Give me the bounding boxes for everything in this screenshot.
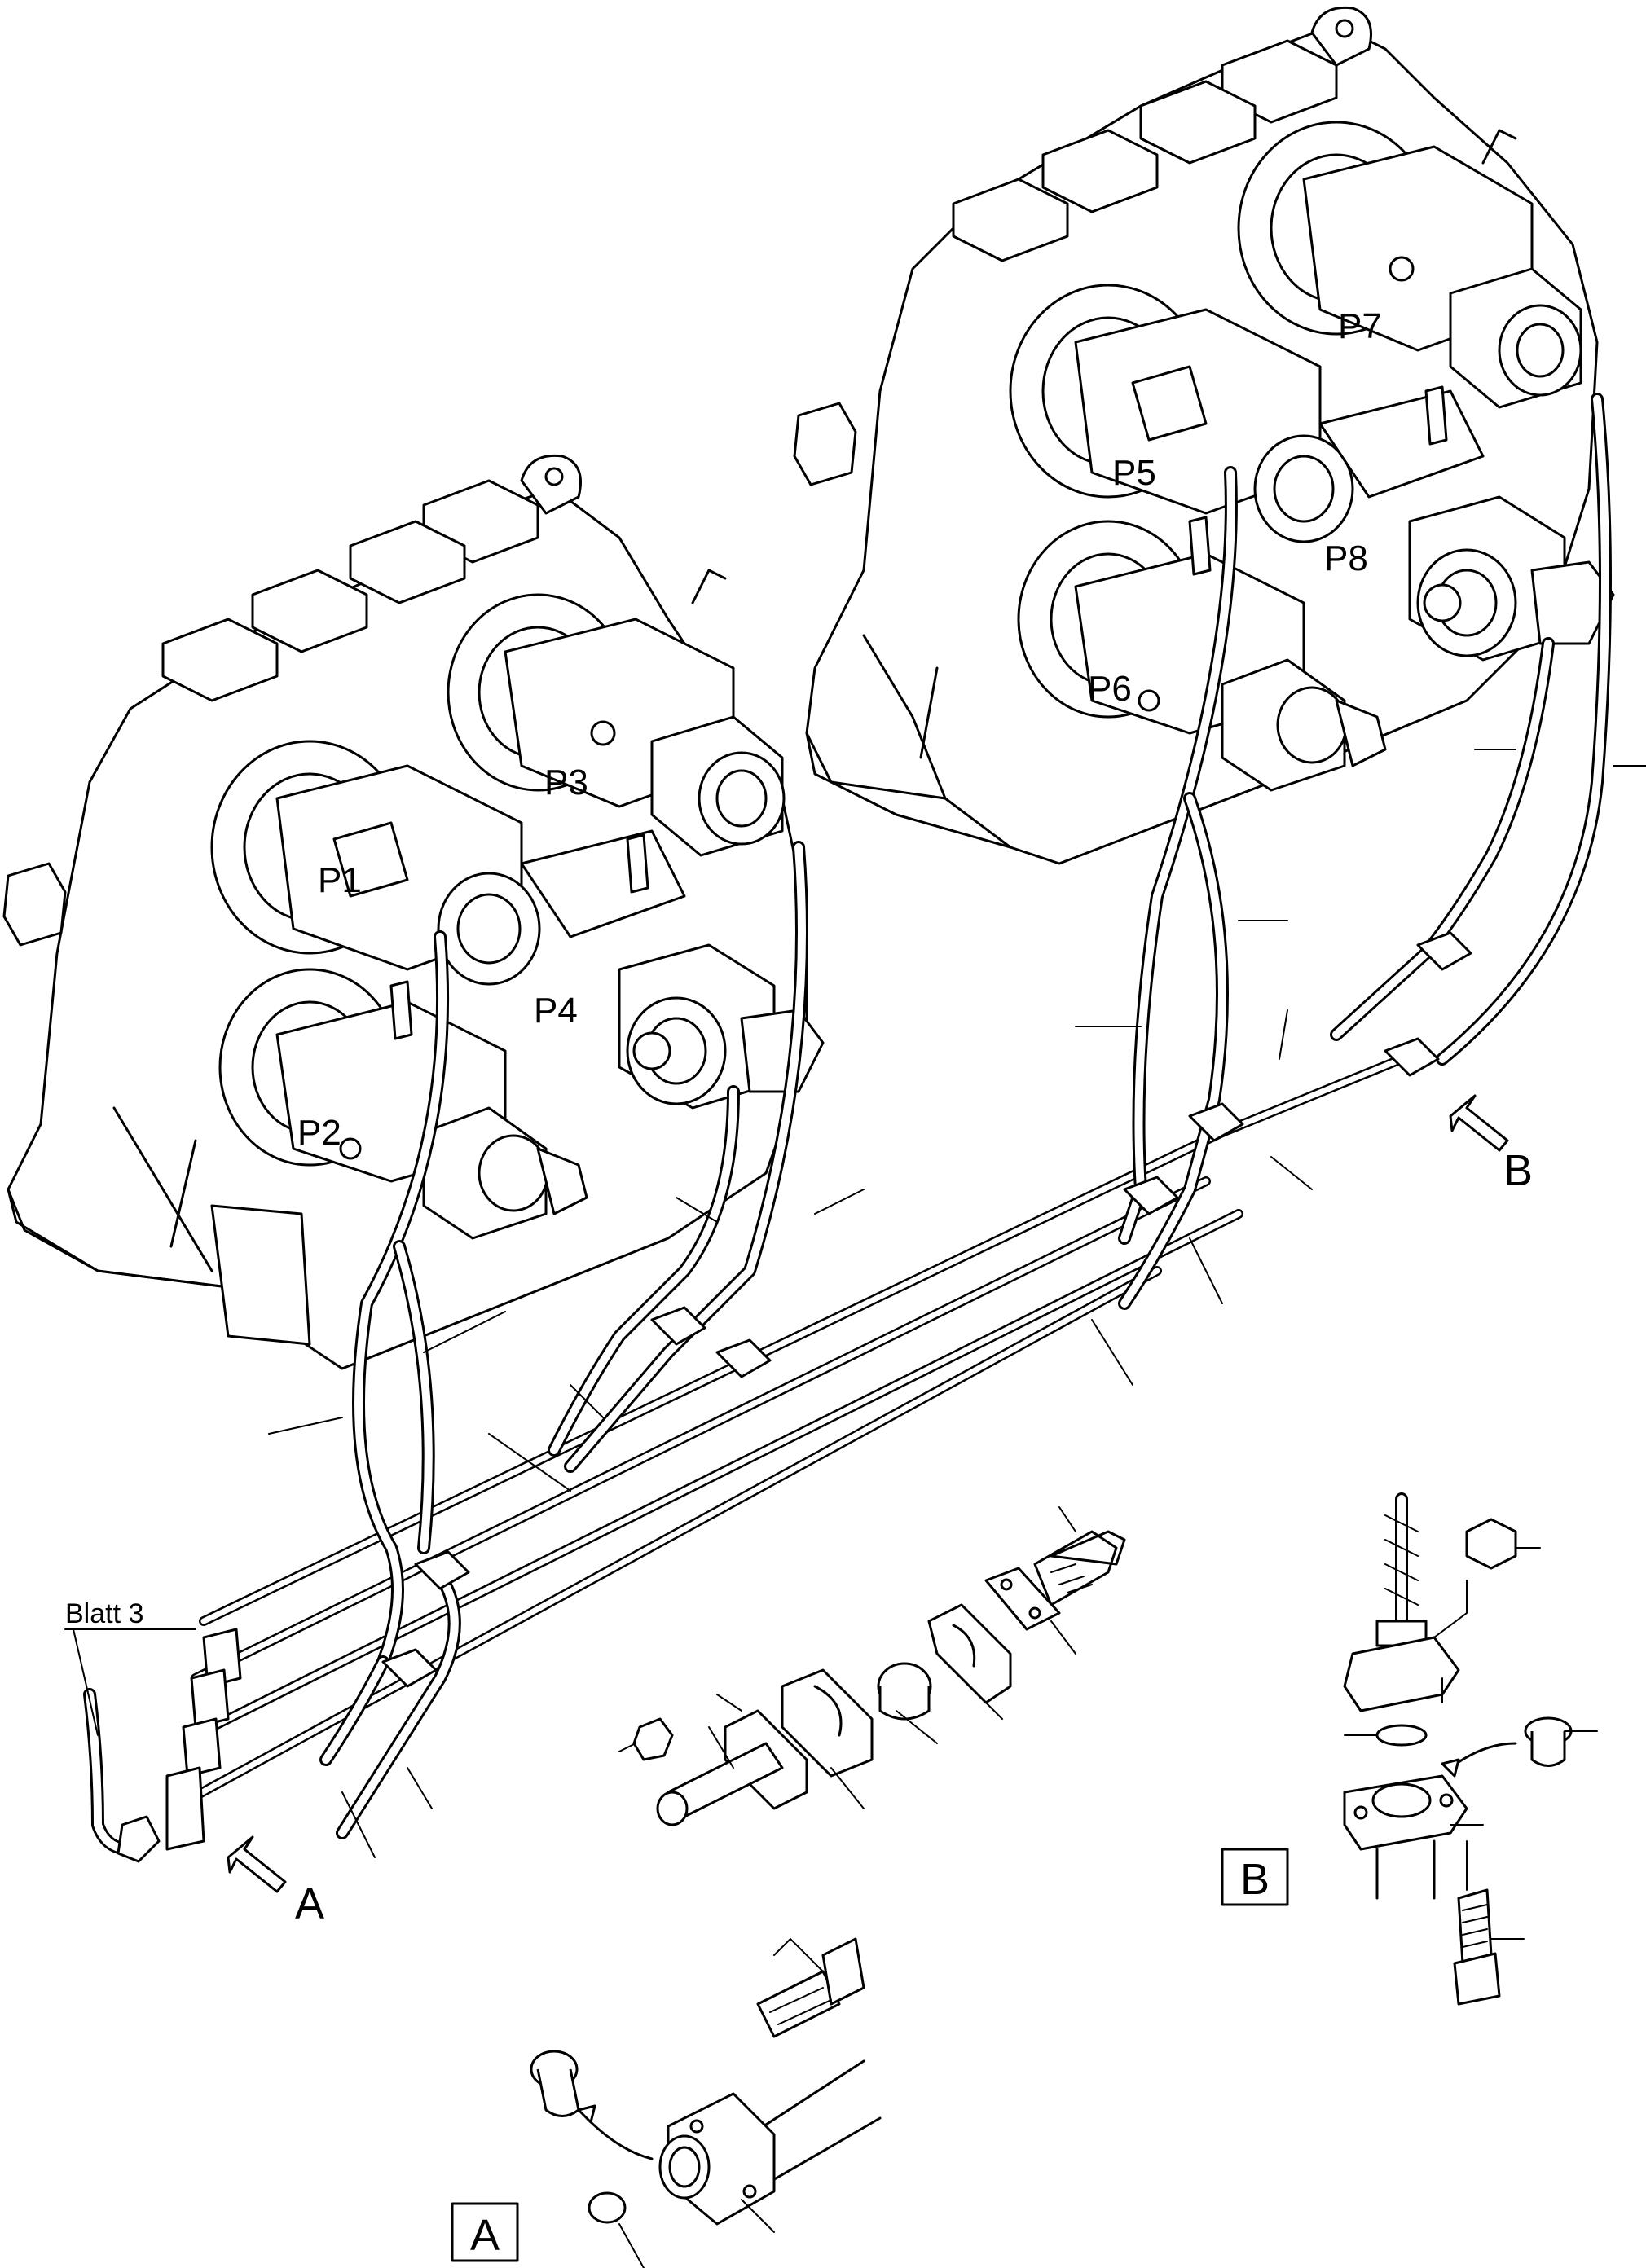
detail-b-flange [1343,1492,1573,2006]
label-arrow-a: A [295,1879,324,1928]
view-arrow-a [227,1835,287,1893]
label-p1: P1 [318,860,362,900]
view-a-box [451,2202,519,2262]
label-p8: P8 [1324,538,1368,578]
hose-bundle [83,393,1612,1863]
label-blatt-3: Blatt 3 [65,1598,143,1629]
label-view-a: A [470,2211,500,2260]
gearbox-left [2,454,825,1370]
gearbox-right [793,6,1615,865]
label-arrow-b: B [1503,1146,1533,1195]
label-p7: P7 [1338,306,1382,346]
label-view-b: B [1240,1855,1270,1904]
label-p6: P6 [1088,669,1132,709]
label-p5: P5 [1112,453,1156,493]
position-labels: P1 P2 P3 P4 P5 P6 P7 P8 Blatt 3 A B B A [65,306,1533,2260]
label-p4: P4 [534,991,578,1031]
label-p3: P3 [544,763,588,802]
leader-lines [64,749,1646,2268]
detail-a-flange [530,1937,882,2226]
label-p2: P2 [297,1113,341,1153]
view-b-box [1221,1848,1289,1906]
clamp-fastener-set [632,1530,1126,1826]
view-arrow-b [1449,1094,1509,1152]
